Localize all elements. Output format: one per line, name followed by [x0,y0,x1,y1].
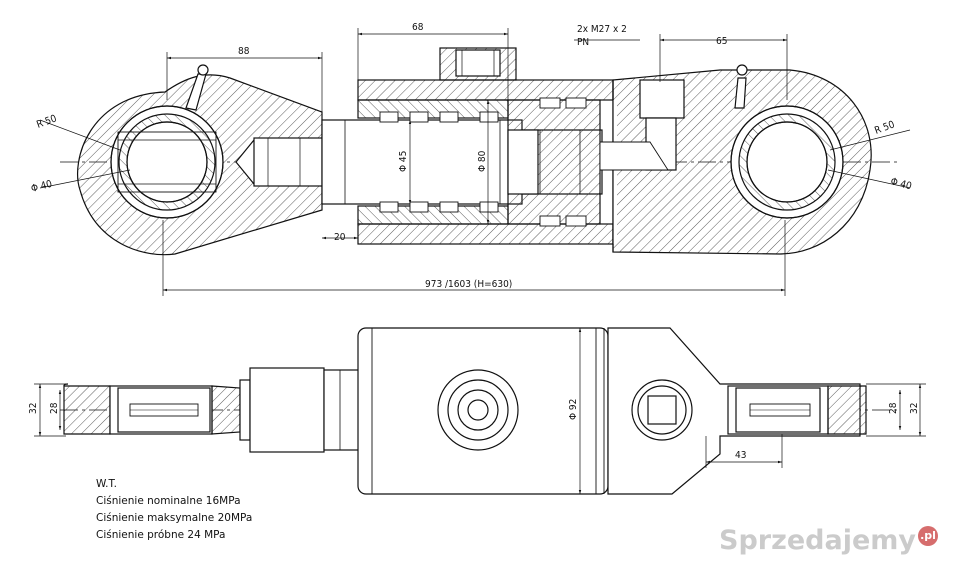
dim-bottom-left-inner: 28 [49,402,60,414]
dimension-lines-bottom [34,328,926,494]
dim-rod-dia: Φ 45 [398,151,409,172]
grease-nipple-right [734,77,747,109]
dim-65: 65 [716,36,727,47]
technical-notes: W.T. Ciśnienie nominalne 16MPa Ciśnienie… [96,476,252,544]
note-max-pressure: Ciśnienie maksymalne 20MPa [96,512,253,524]
dim-left-radius: R 50 [35,113,58,130]
dim-port-code: PN [577,37,589,48]
watermark-badge: .pl [918,526,938,546]
port-right [639,79,685,119]
tube-wall-top [357,79,614,101]
dim-tube-dia: Φ 92 [568,399,579,420]
dim-43: 43 [735,450,746,461]
note-nominal-pressure: Ciśnienie nominalne 16MPa [96,495,241,507]
dim-bore-dia: Φ 80 [477,150,488,172]
dim-bottom-right-inner: 28 [888,402,899,414]
dim-68: 68 [412,22,424,33]
section-view [60,47,900,256]
dimension-lines-top [39,28,911,296]
dim-bottom-right-outer: 32 [909,403,920,414]
dim-88: 88 [238,46,250,57]
port-ring-right [631,379,693,441]
note-test-pressure: Ciśnienie próbne 24 MPa [96,529,226,541]
port-ring-left [437,369,519,451]
tube-wall-bottom [357,223,614,245]
dim-left-pin: Φ 40 [30,179,54,195]
dim-port-thread: 2x M27 x 2 [577,24,627,35]
dim-bottom-left-outer: 32 [28,403,39,414]
dim-overall-length: 973 /1603 (H=630) [425,279,512,290]
notes-header: W.T. [96,478,118,490]
watermark-logo: Sprzedajemy.pl [719,525,938,556]
dim-right-pin: Φ 40 [889,176,913,192]
left-eye-plan [63,385,111,435]
watermark-text: Sprzedajemy [719,525,916,556]
plan-view [34,327,926,495]
dim-20: 20 [334,232,346,243]
